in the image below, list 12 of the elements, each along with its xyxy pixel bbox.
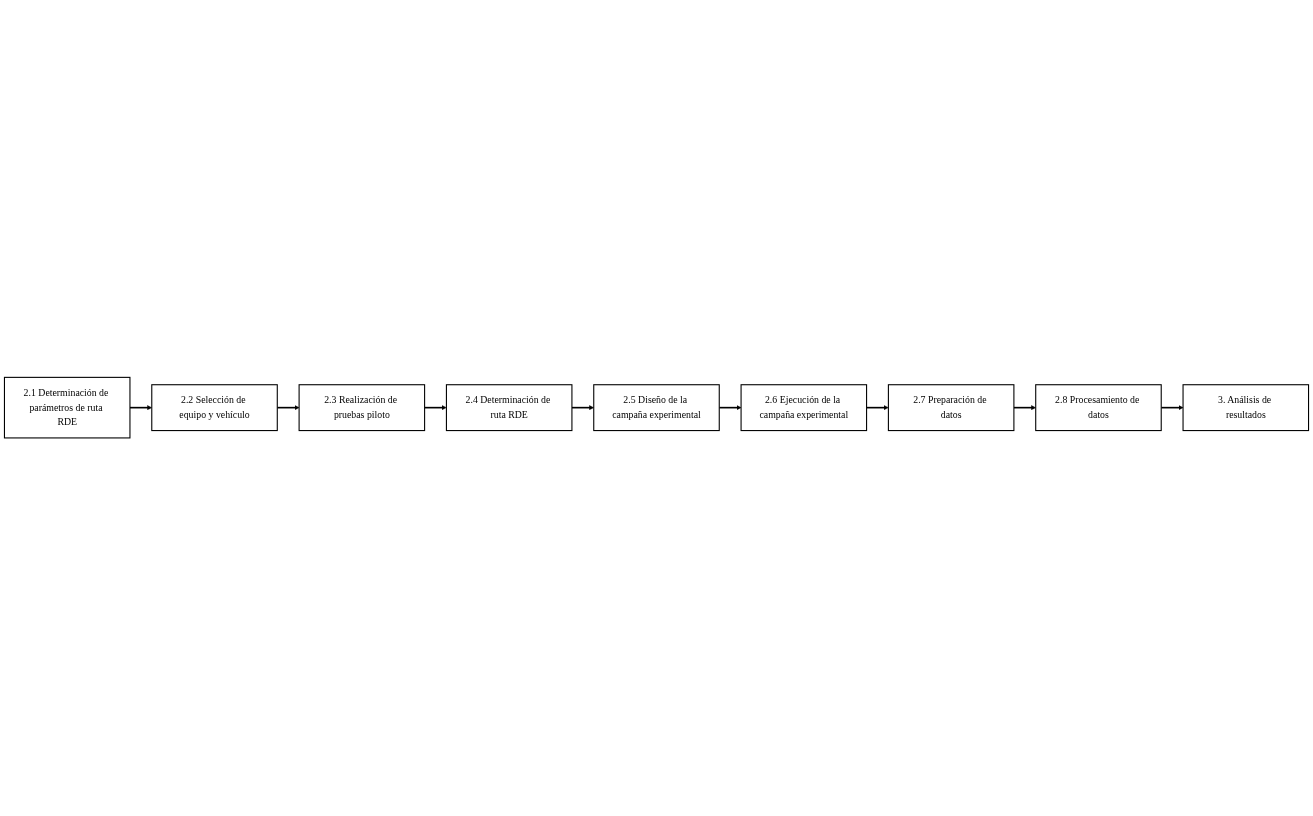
node-box: 2.6 Ejecución de la campaña experimental (740, 384, 868, 432)
node-box: 2.7 Preparación de datos (887, 384, 1015, 432)
node-box: 2.3 Realización de pruebas piloto (298, 384, 426, 432)
arrow (571, 405, 594, 411)
node-box: 2.1 Determinación de parámetros de ruta RDE (3, 377, 131, 439)
node-box: 2.2 Selección de equipo y vehículo (151, 384, 278, 432)
arrow (129, 405, 152, 411)
arrow (1013, 405, 1036, 411)
node-box: 2.8 Procesamiento de datos (1035, 384, 1162, 432)
node-box: 2.5 Diseño de la campaña experimental (593, 384, 720, 432)
node-box: 3. Análisis de resultados (1182, 384, 1310, 432)
node-box: 2.4 Determinación de ruta RDE (445, 384, 573, 432)
